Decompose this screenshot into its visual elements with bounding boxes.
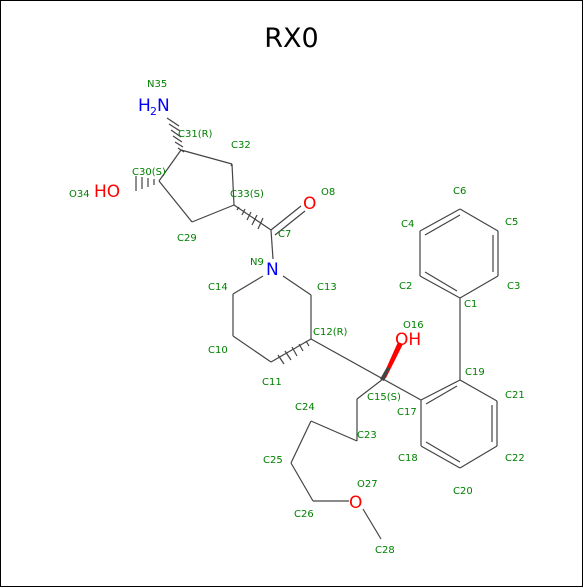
- bond-c11-c12: [270, 338, 312, 363]
- atom-label: O27: [357, 479, 378, 490]
- atom-label: C6: [453, 186, 466, 197]
- amine-n: N: [157, 96, 170, 116]
- bond-c7-o8-b: [274, 210, 306, 236]
- hydroxyl-right: OH: [395, 330, 421, 350]
- atom-label: C26: [294, 509, 314, 520]
- bond-c24-c25a: [310, 420, 358, 442]
- bond-c5-c6: [459, 208, 499, 232]
- atom-label: C1: [464, 299, 477, 310]
- ether-oxygen: O: [349, 493, 362, 513]
- atom-label: C3: [507, 281, 520, 292]
- atom-label: C18: [398, 453, 418, 464]
- bond-c6-c4-inner: [424, 214, 461, 236]
- carbonyl-oxygen: O: [303, 194, 316, 214]
- bond-c30-c31: [158, 149, 182, 182]
- atom-label: C17: [397, 407, 417, 418]
- bond-c17-c19: [420, 379, 461, 401]
- bond-c2-c1: [419, 275, 461, 299]
- atom-label: C33(S): [230, 189, 264, 200]
- bond-c12-c15: [310, 338, 384, 380]
- bond-c17-c19-inner: [425, 385, 458, 405]
- bond-c6-c4: [419, 208, 461, 232]
- bond-c7-o8-a: [270, 205, 302, 231]
- bond-c13-n9: [282, 275, 312, 296]
- atom-label: C24: [295, 402, 315, 413]
- atom-labels: N35 C31(R) C32 C30(S) O34 C33(S) O8 C29 …: [69, 79, 525, 556]
- bond-n9-c14: [232, 275, 264, 295]
- wedge-bond-c15-o16-base: [380, 367, 390, 381]
- atom-label: C30(S): [132, 167, 166, 178]
- atom-label: C13: [317, 282, 337, 293]
- bond-lines: [158, 149, 499, 540]
- bond-c32-c33: [231, 163, 235, 206]
- bond-c7-n9: [270, 229, 274, 260]
- bond-c25-c26: [290, 462, 314, 502]
- bond-o27-c28: [362, 508, 382, 540]
- atom-label: O34: [69, 189, 90, 200]
- bond-c22-c20: [459, 445, 498, 469]
- hashed-bonds: [135, 117, 310, 365]
- atom-label: C5: [505, 217, 518, 228]
- bond-stub: [230, 163, 233, 167]
- bond-c15-c23: [356, 378, 384, 400]
- atom-label: C4: [401, 219, 414, 230]
- atom-label: C15(S): [367, 392, 401, 403]
- amine-h: H: [138, 96, 151, 116]
- amine-subscript: 2: [150, 105, 157, 118]
- atom-label: C7: [278, 229, 291, 240]
- atom-label: C14: [208, 282, 228, 293]
- atom-label: C25: [263, 455, 283, 466]
- atom-label: O16: [403, 320, 424, 331]
- atom-label: C2: [399, 281, 412, 292]
- atom-label: O8: [321, 187, 335, 198]
- bond-c20-c18: [420, 445, 461, 469]
- diagram-title: RX0: [264, 23, 319, 54]
- atom-label: C23: [357, 430, 377, 441]
- atom-label: C22: [505, 453, 525, 464]
- atom-label: C21: [505, 390, 525, 401]
- bond-c15-c17: [382, 378, 422, 401]
- atom-label: N9: [250, 257, 264, 268]
- bond-c33-c7: [233, 204, 272, 231]
- bond-c10-c11: [232, 335, 272, 363]
- bond-c19-c21: [459, 379, 498, 402]
- atom-label: C28: [375, 545, 395, 556]
- ring-nitrogen: N: [266, 260, 279, 280]
- atom-label: C29: [177, 233, 197, 244]
- bond-c24-c25: [290, 420, 312, 464]
- atom-label: C20: [453, 486, 473, 497]
- atom-label: C31(R): [178, 129, 213, 140]
- bond-c1-c3: [459, 275, 499, 299]
- bond-c20-c18-inner: [425, 441, 461, 463]
- bond-c33-c29: [191, 204, 235, 223]
- atom-label: C12(R): [313, 327, 348, 338]
- atom-label: C32: [231, 140, 251, 151]
- atom-label: C11: [262, 377, 282, 388]
- bond-c29-c30: [158, 180, 193, 223]
- bond-c2-c1-inner: [424, 271, 458, 292]
- element-symbols: H 2 N HO O N OH O: [94, 96, 421, 513]
- atom-label: C10: [208, 345, 228, 356]
- atom-label: C19: [465, 367, 485, 378]
- atom-label: N35: [147, 79, 167, 90]
- hydroxyl-left: HO: [94, 182, 120, 202]
- bond-c31-c32: [180, 149, 233, 165]
